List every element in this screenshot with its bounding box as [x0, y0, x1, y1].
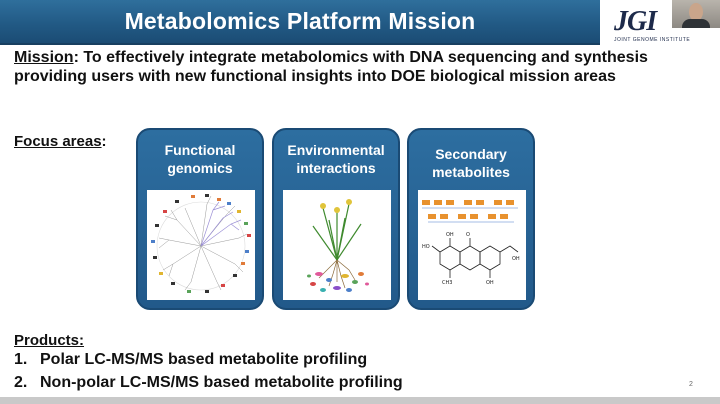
svg-text:HO: HO [422, 244, 430, 250]
mission-text: : To effectively integrate metabolomics … [14, 49, 648, 85]
product-item: 2. Non-polar LC-MS/MS based metabolite pr… [14, 374, 403, 392]
product-text: Polar LC-MS/MS based metabolite profilin… [40, 351, 368, 368]
card-title-line1: Secondary [435, 146, 507, 162]
slide-number: 2 [689, 381, 693, 388]
card-title: Environmental interactions [274, 141, 398, 177]
slide-title: Metabolomics Platform Mission [124, 8, 476, 34]
presenter-head [689, 3, 703, 21]
svg-text:OH: OH [486, 280, 494, 286]
title-bar: Metabolomics Platform Mission [0, 0, 600, 45]
product-text: Non-polar LC-MS/MS based metabolite prof… [40, 374, 403, 391]
card-title-line1: Functional [164, 142, 236, 158]
product-number: 2. [14, 374, 28, 391]
presenter-video-thumbnail[interactable] [672, 0, 720, 28]
logo-text: JGI [614, 6, 657, 37]
logo-subtitle: JOINT GENOME INSTITUTE [614, 37, 691, 43]
focus-areas-text: Focus areas [14, 133, 102, 150]
product-item: 1. Polar LC-MS/MS based metabolite profil… [14, 351, 367, 369]
products-label: Products: [14, 332, 85, 349]
mission-label: Mission [14, 49, 74, 66]
card-title-line2: metabolites [432, 164, 510, 180]
focus-areas-colon: : [101, 133, 107, 150]
presenter-body [682, 19, 710, 28]
phylogenetic-tree-icon [147, 190, 255, 300]
card-title: Functional genomics [138, 141, 262, 177]
focus-card-environmental-interactions: Environmental interactions [272, 128, 400, 310]
focus-areas-label: Focus areas: [14, 133, 107, 150]
card-title: Secondary metabolites [409, 145, 533, 181]
card-title-line1: Environmental [287, 142, 385, 158]
chemical-structure-icon: OH O OH CH3 HO OH [418, 190, 526, 300]
focus-card-secondary-metabolites: Secondary metabolites OH O OH CH3 [407, 128, 535, 310]
card-title-line2: interactions [296, 160, 376, 176]
svg-text:OH: OH [446, 232, 454, 238]
svg-text:CH3: CH3 [442, 280, 452, 286]
card-title-line2: genomics [167, 160, 233, 176]
plant-roots-icon [283, 190, 391, 300]
svg-text:OH: OH [512, 256, 520, 262]
product-number: 1. [14, 351, 28, 368]
bottom-strip [0, 397, 720, 404]
focus-card-functional-genomics: Functional genomics [136, 128, 264, 310]
svg-text:O: O [466, 232, 470, 238]
mission-statement: Mission: To effectively integrate metabo… [14, 48, 704, 86]
